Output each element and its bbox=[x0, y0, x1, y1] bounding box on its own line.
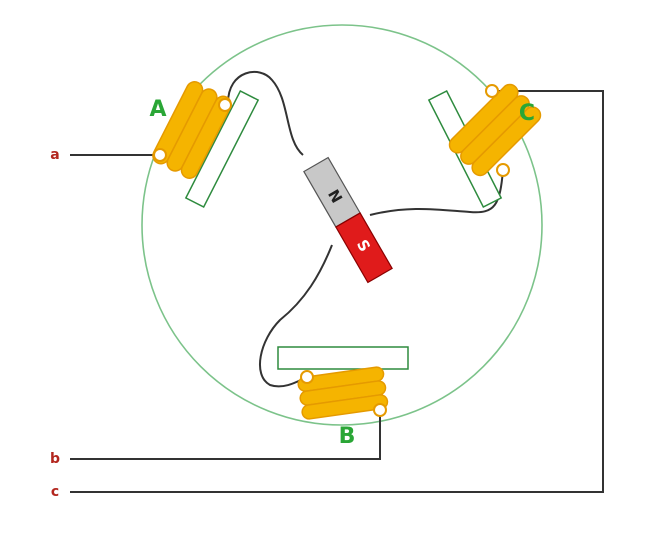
pole-b-core bbox=[277, 346, 409, 370]
pole-a-core bbox=[184, 89, 260, 209]
coil-a-label: A bbox=[149, 97, 166, 122]
pole-c bbox=[427, 83, 542, 209]
magnet-south-half bbox=[335, 212, 393, 284]
coil-c-terminal-bottom bbox=[496, 163, 510, 177]
lead-c bbox=[70, 90, 604, 493]
coil-b-terminal-right bbox=[373, 403, 387, 417]
coil-b-terminal-left bbox=[300, 370, 314, 384]
stator-ring bbox=[141, 24, 543, 426]
coil-a-terminal-top bbox=[218, 98, 232, 112]
terminal-b-label: b bbox=[50, 451, 60, 467]
lead-b bbox=[70, 410, 381, 460]
coil-a bbox=[152, 81, 232, 179]
coil-c-label: C bbox=[519, 101, 535, 126]
terminal-c-label: c bbox=[51, 484, 59, 500]
rotor-magnet: N S bbox=[303, 156, 393, 284]
pole-b bbox=[277, 346, 409, 420]
pole-a bbox=[152, 81, 260, 209]
terminal-a-label: a bbox=[50, 147, 59, 163]
coil-b-label: B bbox=[339, 424, 356, 449]
coil-c bbox=[448, 83, 542, 177]
wire-a-to-center bbox=[227, 71, 304, 156]
coil-b bbox=[297, 366, 389, 420]
coil-c-terminal-top bbox=[485, 84, 499, 98]
wire-center-to-b bbox=[258, 244, 333, 388]
coil-a-terminal-bottom bbox=[153, 148, 167, 162]
